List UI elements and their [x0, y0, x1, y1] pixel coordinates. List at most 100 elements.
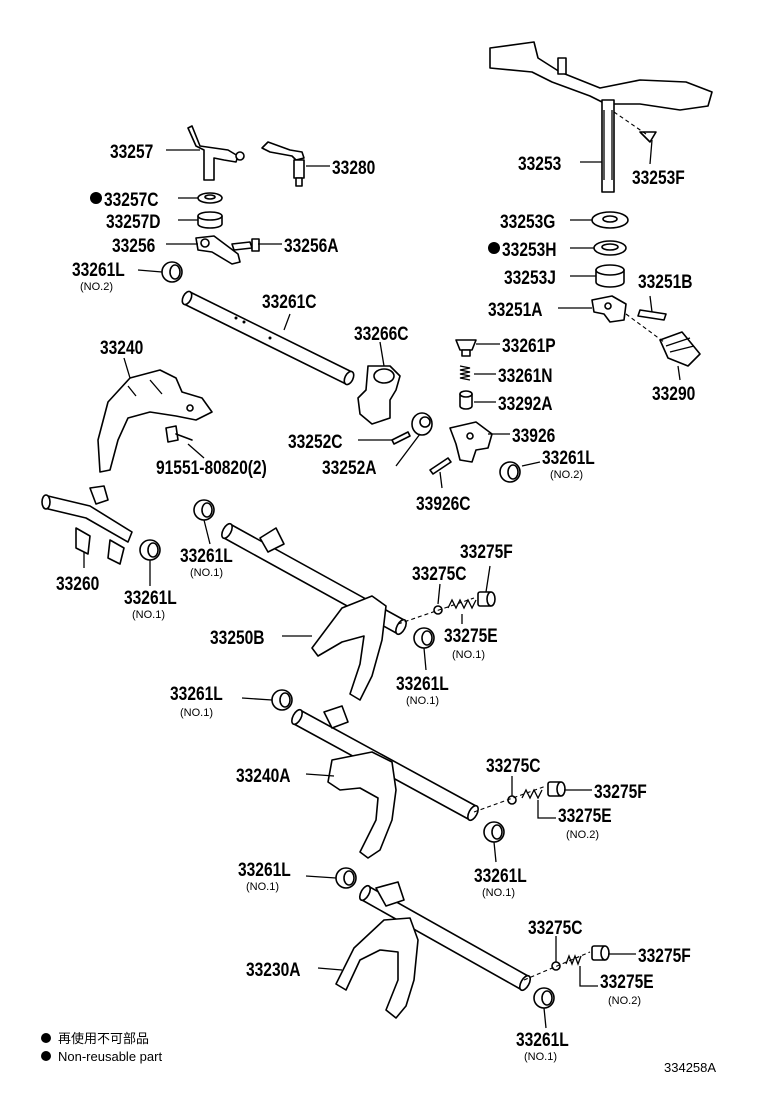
- legend-text-en: Non-reusable part: [58, 1049, 162, 1064]
- label-33240: 33240: [100, 337, 143, 359]
- part-33240A-drawing: [291, 705, 479, 859]
- part-33290-drawing: [659, 331, 701, 367]
- sublabel-no1-g: (NO.1): [482, 887, 515, 899]
- part-33256-drawing: [195, 235, 241, 265]
- label-33253F: 33253F: [632, 167, 685, 189]
- label-33261P: 33261P: [502, 335, 556, 357]
- part-33261C-drawing: [181, 290, 355, 386]
- label-33253H: 33253H: [502, 239, 557, 261]
- label-33251A: 33251A: [488, 299, 543, 321]
- label-33261L-b: 33261L: [180, 545, 233, 567]
- label-33257D: 33257D: [106, 211, 161, 233]
- label-33261C: 33261C: [262, 291, 317, 313]
- part-33260-drawing: [41, 485, 133, 565]
- part-33261P-drawing: [455, 339, 477, 357]
- label-33256: 33256: [112, 235, 156, 257]
- label-33280: 33280: [332, 157, 375, 179]
- part-33257D-drawing: [197, 211, 223, 229]
- label-91551-80820: 91551-80820(2): [156, 457, 267, 479]
- sublabel-no1-d: (NO.1): [406, 695, 439, 707]
- label-33240A: 33240A: [236, 765, 291, 787]
- label-33261L-g: 33261L: [474, 865, 527, 887]
- label-33275C-b: 33275C: [486, 755, 541, 777]
- part-33275E-spring-c: [565, 954, 582, 966]
- part-33257-drawing: [187, 125, 245, 181]
- sublabel-no1-e: (NO.1): [180, 707, 213, 719]
- label-33926C: 33926C: [416, 493, 471, 515]
- part-33275F-plug-b: [547, 781, 566, 797]
- sublabel-no1-i: (NO.1): [524, 1051, 557, 1063]
- legend-text-jp: 再使用不可部品: [58, 1031, 149, 1046]
- part-33926C-drawing: [429, 457, 452, 475]
- label-33275F-a: 33275F: [460, 541, 513, 563]
- label-33252C: 33252C: [288, 431, 343, 453]
- label-33261L-h: 33261L: [238, 859, 291, 881]
- label-33253: 33253: [518, 153, 562, 175]
- label-33290: 33290: [652, 383, 695, 405]
- legend: 再使用不可部品 Non-reusable part: [41, 1031, 162, 1064]
- label-33257: 33257: [110, 141, 153, 163]
- label-33251B: 33251B: [638, 271, 693, 293]
- part-33261L-ring-b: [193, 499, 215, 521]
- part-33275F-plug-c: [591, 945, 610, 961]
- part-33261L-ring-i: [533, 987, 555, 1009]
- part-labels: 33257 33280 33257C 33257D 33256 33256A 3…: [56, 141, 695, 1063]
- part-33251A-drawing: [591, 295, 627, 323]
- leader-lines: [83, 139, 681, 1029]
- part-91551-drawing: [165, 425, 193, 443]
- non-reusable-mark: [90, 192, 102, 204]
- label-33261L-d: 33261L: [396, 673, 449, 695]
- part-33261L-ring-d: [413, 627, 435, 649]
- dashed-alignment-lines: [397, 111, 665, 981]
- part-33275F-plug-a: [477, 591, 496, 607]
- label-33275C-c: 33275C: [528, 917, 583, 939]
- label-33292A: 33292A: [498, 393, 553, 415]
- part-33261L-ring-g: [483, 821, 505, 843]
- sublabel-no1-c: (NO.1): [132, 609, 165, 621]
- part-33253J-drawing: [595, 264, 625, 288]
- non-reusable-mark: [488, 242, 500, 254]
- label-33926: 33926: [512, 425, 556, 447]
- label-33253G: 33253G: [500, 211, 555, 233]
- sublabel-no2-275E-c: (NO.2): [608, 995, 641, 1007]
- part-33280-drawing: [261, 141, 305, 187]
- label-33250B: 33250B: [210, 627, 265, 649]
- label-33257C: 33257C: [104, 189, 159, 211]
- label-33261L-i: 33261L: [516, 1029, 569, 1051]
- diagram-code: 334258A: [664, 1060, 716, 1075]
- part-33261L-ring-a: [161, 261, 183, 283]
- sublabel-no1-b: (NO.1): [190, 567, 223, 579]
- label-33275E-c: 33275E: [600, 971, 654, 993]
- part-33257C-drawing: [197, 192, 223, 204]
- part-33253-drawing: [489, 41, 713, 193]
- sublabel-no1-h: (NO.1): [246, 881, 279, 893]
- part-33253G-drawing: [591, 211, 629, 229]
- legend-dot-icon: [41, 1051, 51, 1061]
- label-33275F-b: 33275F: [594, 781, 647, 803]
- part-33253H-drawing: [593, 240, 627, 256]
- label-33261L-f: 33261L: [542, 447, 595, 469]
- part-33275E-spring-a: [447, 598, 477, 610]
- label-33275C-a: 33275C: [412, 563, 467, 585]
- label-33261L-a: 33261L: [72, 259, 125, 281]
- part-33292A-drawing: [459, 390, 473, 410]
- sublabel-no1-275E-a: (NO.1): [452, 649, 485, 661]
- part-33926-drawing: [449, 421, 493, 463]
- label-33261L-e: 33261L: [170, 683, 223, 705]
- label-33253J: 33253J: [504, 267, 556, 289]
- part-33261L-ring-h: [335, 867, 357, 889]
- part-33230A-drawing: [335, 881, 532, 1019]
- label-33261L-c: 33261L: [124, 587, 177, 609]
- part-33256A-drawing: [231, 238, 260, 252]
- part-33261L-ring-e: [271, 689, 293, 711]
- part-33275E-spring-b: [521, 788, 543, 800]
- part-33240-drawing: [97, 369, 213, 473]
- sublabel-no2-f: (NO.2): [550, 469, 583, 481]
- label-33256A: 33256A: [284, 235, 339, 257]
- label-33275F-c: 33275F: [638, 945, 691, 967]
- label-33266C: 33266C: [354, 323, 409, 345]
- part-33266C-drawing: [357, 365, 401, 425]
- part-33251B-drawing: [637, 309, 667, 321]
- sublabel-no2-a: (NO.2): [80, 281, 113, 293]
- part-33253F-drawing: [639, 131, 657, 143]
